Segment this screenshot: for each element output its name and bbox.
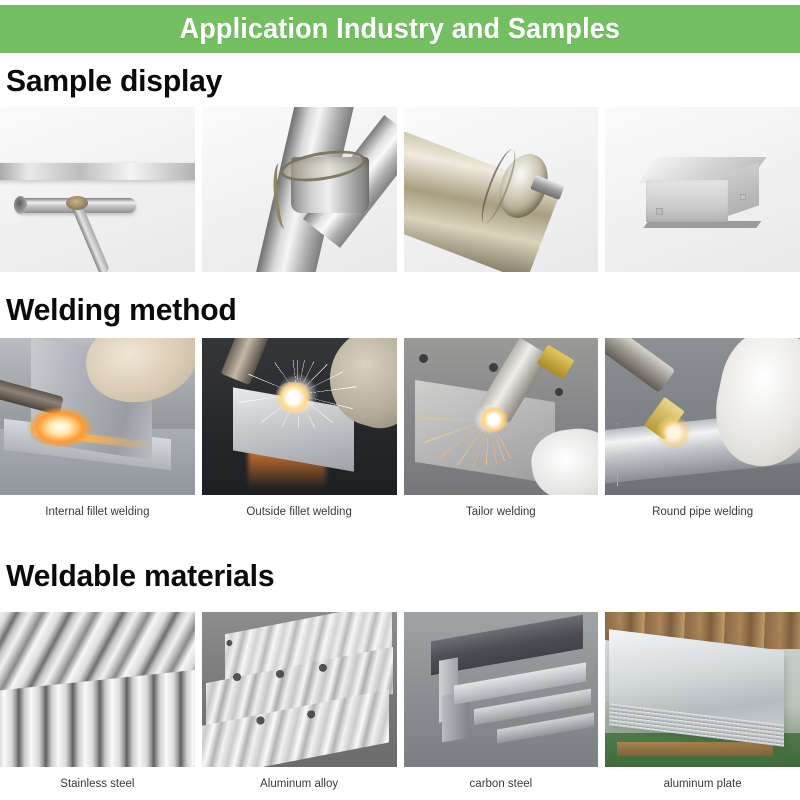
section-heading-weldable-materials: Weldable materials xyxy=(6,558,275,593)
weldable-material-item-2[interactable]: Aluminum alloy xyxy=(201,612,397,790)
welding-photo-round-pipe xyxy=(605,338,800,495)
welding-method-caption: Outside fillet welding xyxy=(246,506,352,518)
material-photo-stainless-steel xyxy=(0,612,195,767)
material-photo-aluminum-plate xyxy=(605,612,800,767)
weldable-material-caption: carbon steel xyxy=(469,778,533,790)
sample-display-item-3[interactable] xyxy=(403,107,599,272)
weldable-material-item-3[interactable]: carbon steel xyxy=(403,612,599,790)
banner-title: Application Industry and Samples xyxy=(179,12,621,45)
sample-photo-cylinder-tank xyxy=(403,107,599,272)
sample-photo-enclosure-box xyxy=(605,107,800,272)
weldable-material-item-1[interactable]: Stainless steel xyxy=(0,612,195,790)
material-photo-carbon-steel xyxy=(403,612,599,767)
welding-method-caption: Tailor welding xyxy=(466,506,536,518)
weldable-material-item-4[interactable]: aluminum plate xyxy=(605,612,800,790)
sample-display-item-2[interactable] xyxy=(201,107,397,272)
welding-photo-internal-fillet xyxy=(0,338,195,495)
welding-photo-tailor xyxy=(403,338,599,495)
welding-method-item-2[interactable]: Outside fillet welding xyxy=(201,338,397,518)
section-heading-welding-method: Welding method xyxy=(6,292,237,327)
material-photo-aluminum-alloy xyxy=(201,612,397,767)
sample-display-gallery xyxy=(0,107,800,272)
welding-method-gallery: Internal fillet welding Outside fillet w… xyxy=(0,338,800,518)
welding-method-item-1[interactable]: Internal fillet welding xyxy=(0,338,195,518)
welding-method-item-3[interactable]: Tailor welding xyxy=(403,338,599,518)
weldable-material-caption: aluminum plate xyxy=(663,778,742,790)
weldable-material-caption: Aluminum alloy xyxy=(260,778,339,790)
sample-display-item-1[interactable] xyxy=(0,107,195,272)
weldable-material-caption: Stainless steel xyxy=(60,778,135,790)
page-banner: Application Industry and Samples xyxy=(0,5,800,53)
section-heading-sample-display: Sample display xyxy=(6,63,223,98)
sample-display-item-4[interactable] xyxy=(605,107,800,272)
welding-method-item-4[interactable]: Round pipe welding xyxy=(605,338,800,518)
sample-photo-bent-tube xyxy=(0,107,195,272)
sample-photo-cross-joint xyxy=(201,107,397,272)
weldable-materials-gallery: Stainless steel Aluminum alloy c xyxy=(0,612,800,790)
welding-photo-outside-fillet xyxy=(201,338,397,495)
welding-method-caption: Round pipe welding xyxy=(652,506,754,518)
welding-method-caption: Internal fillet welding xyxy=(45,506,150,518)
